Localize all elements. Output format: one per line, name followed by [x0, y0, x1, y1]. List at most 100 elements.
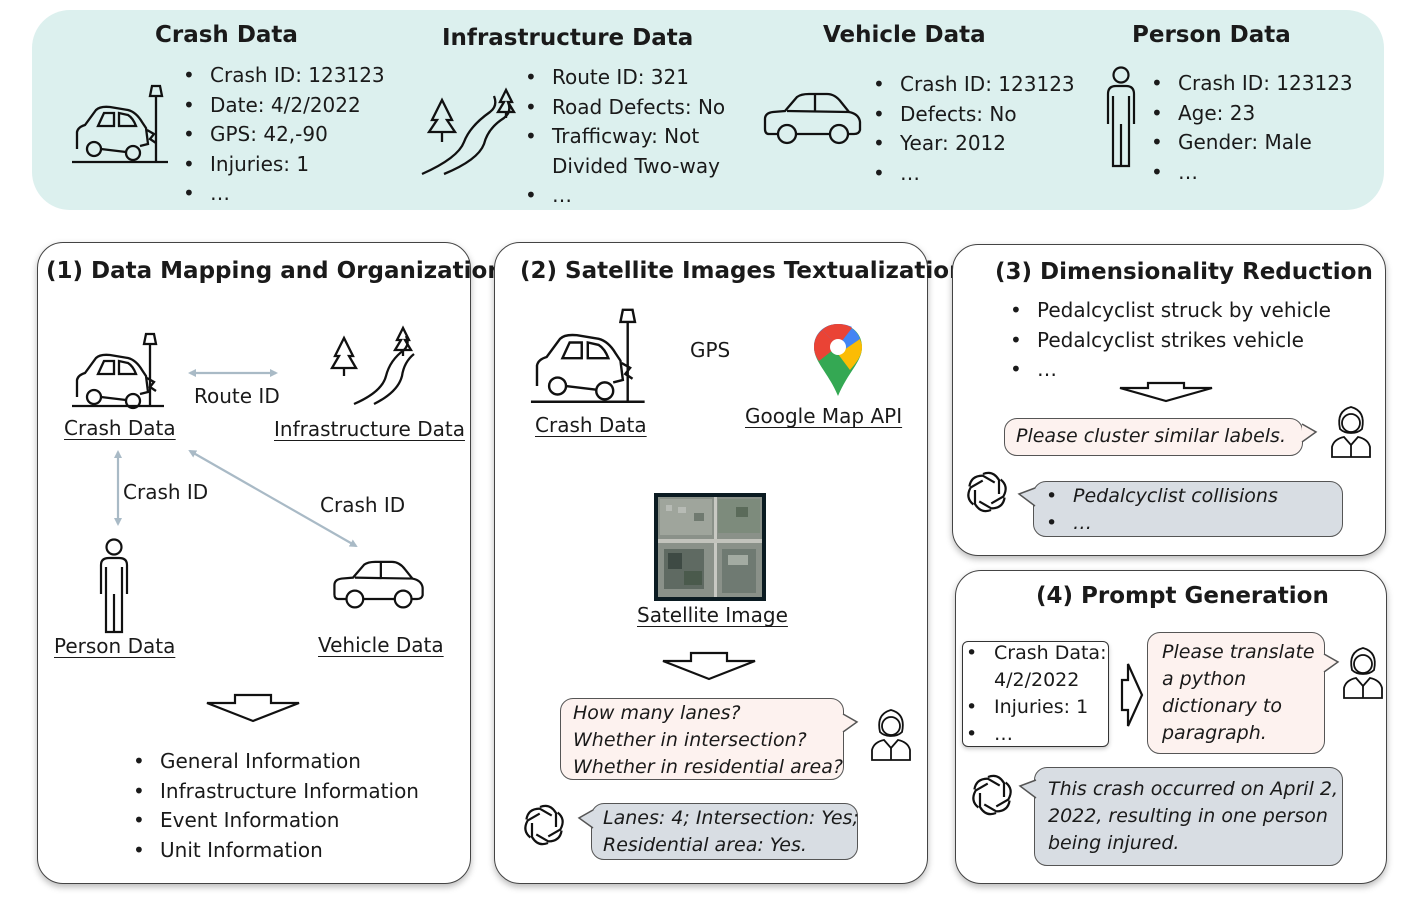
vehicle-data-fields: Crash ID: 123123 Defects: No Year: 2012 … [873, 70, 1075, 188]
output-item: Infrastructure Information [133, 777, 419, 807]
openai-logo-icon [967, 471, 1007, 513]
openai-logo-icon [524, 804, 564, 846]
crash-car-icon [530, 308, 645, 403]
crash-field: Crash ID: 123123 [183, 61, 385, 91]
user-question: How many lanes? [573, 702, 741, 724]
vehicle-field: Crash ID: 123123 [873, 70, 1075, 100]
crash-id-label-person: Crash ID [123, 480, 209, 504]
p2-crash-data-label: Crash Data [535, 413, 647, 437]
p1-vehicle-data-label: Vehicle Data [318, 633, 444, 657]
person-field: … [1151, 158, 1353, 188]
output-item: Event Information [133, 806, 419, 836]
bubble-tail [577, 809, 594, 829]
p4-ai-answer-bubble: This crash occurred on April 2, 2022, re… [1034, 767, 1343, 866]
crash-field: Date: 4/2/2022 [183, 91, 385, 121]
dict-item: … [966, 721, 1106, 748]
panel2-title: (2) Satellite Images Textualization [520, 258, 966, 284]
ai-paragraph: being injured. [1048, 832, 1180, 854]
p2-user-question-bubble: How many lanes? Whether in intersection?… [560, 698, 844, 780]
infra-field: … [525, 181, 725, 211]
panel4-title: (4) Prompt Generation [1036, 583, 1329, 609]
user-prompt: Please translate [1162, 641, 1315, 663]
person-icon [1106, 66, 1136, 168]
gps-label: GPS [690, 338, 731, 362]
bubble-tail [1018, 779, 1037, 799]
person-field: Gender: Male [1151, 128, 1353, 158]
vehicle-field: … [873, 159, 1075, 189]
route-id-label: Route ID [194, 384, 280, 408]
user-prompt: paragraph. [1162, 722, 1267, 744]
down-arrow-icon [662, 651, 756, 681]
label-item: Pedalcyclist struck by vehicle [1010, 296, 1331, 326]
openai-logo-icon [972, 774, 1012, 816]
satellite-image-label: Satellite Image [637, 603, 788, 627]
infra-field: Divided Two-way [552, 153, 720, 178]
p3-label-list: Pedalcyclist struck by vehicle Pedalcycl… [1010, 296, 1331, 385]
ai-cluster-text: Pedalcyclist collisions [1073, 485, 1278, 507]
infra-field: Road Defects: No [525, 93, 725, 123]
google-maps-pin-icon [814, 324, 862, 396]
crash-car-icon [72, 332, 164, 410]
satellite-image [654, 493, 766, 601]
p1-person-data-label: Person Data [54, 634, 176, 658]
user-avatar-icon [871, 709, 911, 761]
crash-data-title: Crash Data [155, 22, 298, 48]
output-item: Unit Information [133, 836, 419, 866]
panel3-title: (3) Dimensionality Reduction [995, 259, 1373, 285]
bubble-tail [1017, 487, 1036, 507]
down-arrow-icon [1119, 381, 1213, 403]
panel1-title: (1) Data Mapping and Organization [46, 258, 504, 284]
bubble-tail [1323, 653, 1340, 673]
ai-answer: Residential area: Yes. [603, 834, 807, 856]
infrastructure-data-title: Infrastructure Data [442, 25, 694, 51]
p2-ai-answer-bubble: Lanes: 4; Intersection: Yes; Residential… [591, 803, 859, 860]
user-prompt: a python [1162, 668, 1247, 690]
google-map-api-label: Google Map API [745, 404, 903, 428]
down-arrow-icon [206, 693, 300, 723]
infra-field: Route ID: 321 [525, 63, 725, 93]
p3-user-prompt-bubble: Please cluster similar labels. [1004, 418, 1303, 456]
crash-car-icon [72, 84, 168, 164]
p4-user-prompt-bubble: Please translate a python dictionary to … [1147, 632, 1325, 754]
p1-infrastructure-data-label: Infrastructure Data [274, 417, 465, 441]
output-item: General Information [133, 747, 419, 777]
road-trees-icon [329, 325, 415, 406]
dict-item-list: Crash Data: 4/2/2022 Injuries: 1 … [966, 640, 1106, 748]
p1-crash-data-label: Crash Data [64, 416, 176, 440]
vehicle-data-title: Vehicle Data [823, 22, 986, 48]
dict-item: 4/2/2022 [994, 669, 1080, 691]
crash-id-label-vehicle: Crash ID [320, 493, 406, 517]
label-item: … [1010, 355, 1331, 385]
ai-cluster-text: … [1073, 512, 1092, 534]
user-avatar-icon [1343, 647, 1383, 699]
user-question: Whether in intersection? [573, 729, 807, 751]
vehicle-field: Year: 2012 [873, 129, 1075, 159]
ai-cluster-item: •Pedalcyclist collisions [1046, 485, 1278, 507]
user-prompt: dictionary to [1162, 695, 1282, 717]
right-arrow-icon [1120, 663, 1144, 727]
car-icon [763, 92, 862, 145]
dict-item: Injuries: 1 [966, 694, 1106, 721]
crash-field: GPS: 42,-90 [183, 120, 385, 150]
infra-field: Trafficway: Not [525, 122, 725, 152]
user-avatar-icon [1331, 406, 1371, 458]
bubble-tail [842, 713, 859, 733]
car-icon [333, 560, 424, 609]
person-field: Crash ID: 123123 [1151, 69, 1353, 99]
crash-vehicle-arrow [188, 450, 358, 547]
crash-data-fields: Crash ID: 123123 Date: 4/2/2022 GPS: 42,… [183, 61, 385, 209]
person-field: Age: 23 [1151, 99, 1353, 129]
p1-output-list: General Information Infrastructure Infor… [133, 747, 419, 865]
user-prompt: Please cluster similar labels. [1016, 425, 1286, 447]
crash-field: … [183, 179, 385, 209]
person-data-title: Person Data [1132, 22, 1291, 48]
label-item: Pedalcyclist strikes vehicle [1010, 326, 1331, 356]
person-data-fields: Crash ID: 123123 Age: 23 Gender: Male … [1151, 69, 1353, 187]
road-trees-icon [421, 87, 517, 176]
user-question: Whether in residential area? [573, 756, 843, 778]
dict-item: Crash Data: [966, 640, 1106, 667]
p3-ai-answer-bubble: •Pedalcyclist collisions •… [1033, 481, 1343, 537]
ai-answer: Lanes: 4; Intersection: Yes; [603, 807, 859, 829]
python-dict-box: Crash Data: 4/2/2022 Injuries: 1 … [962, 640, 1109, 748]
ai-cluster-item: •… [1046, 512, 1092, 534]
